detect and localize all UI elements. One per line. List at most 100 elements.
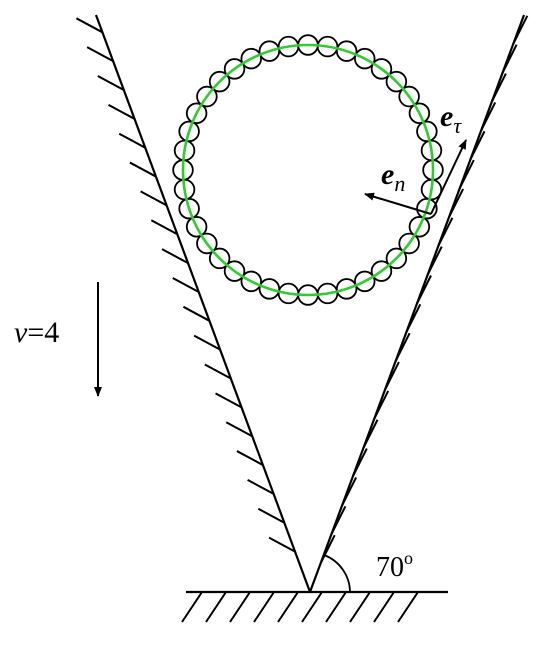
tangent-vector-subscript: τ <box>453 113 462 138</box>
tangent-vector-arrow <box>430 139 467 215</box>
normal-vector-arrow <box>364 192 432 215</box>
right-hatch-stroke <box>341 477 357 506</box>
right-wall <box>308 14 529 593</box>
right-hatch-stroke <box>480 101 497 131</box>
bead <box>223 260 246 282</box>
bead <box>223 58 246 80</box>
left-hatch-stroke <box>268 536 296 553</box>
tangent-vector-label: eτ <box>440 100 462 138</box>
right-hatch-stroke <box>512 15 529 45</box>
velocity-symbol: v <box>14 316 28 349</box>
left-hatch-stroke <box>140 190 168 207</box>
right-hatch-stroke <box>501 44 518 74</box>
bead <box>258 278 281 300</box>
ground-hatch-stroke <box>349 591 371 623</box>
right-wall-hatching <box>319 15 529 564</box>
right-hatch-stroke <box>437 217 454 247</box>
velocity-indicator: v=4 <box>14 282 102 397</box>
left-hatch-stroke <box>118 132 146 149</box>
left-hatch-stroke <box>129 161 157 178</box>
velocity-value: 4 <box>44 316 59 349</box>
ring-guide-circle <box>181 43 435 297</box>
angle-value: 70 <box>376 552 404 583</box>
tangent-vector: eτ <box>430 100 467 215</box>
bead-ring <box>172 34 444 306</box>
beads <box>172 34 444 306</box>
right-hatch-stroke <box>491 73 507 102</box>
right-hatch-stroke <box>351 448 368 478</box>
bead <box>408 102 431 124</box>
left-hatch-stroke <box>247 479 275 495</box>
ground-hatch-stroke <box>373 591 395 623</box>
ground-hatch-stroke <box>325 591 347 623</box>
left-hatch-stroke <box>161 248 189 264</box>
bead <box>370 260 393 282</box>
left-hatch-stroke <box>150 219 178 236</box>
normal-vector-base: e <box>381 158 394 191</box>
bead <box>385 247 408 270</box>
bead <box>240 270 262 293</box>
left-hatch-stroke <box>75 17 103 34</box>
right-hatch-stroke <box>330 505 347 535</box>
left-hatch-stroke <box>97 75 125 91</box>
bead <box>208 247 231 270</box>
ground-hatch-stroke <box>253 591 275 623</box>
ground-hatch-stroke <box>181 591 203 623</box>
left-hatch-stroke <box>236 450 264 466</box>
bead <box>178 120 200 143</box>
ground-hatch-stroke <box>229 591 251 623</box>
left-hatch-stroke <box>204 363 232 380</box>
bead <box>208 70 231 93</box>
right-hatch-stroke <box>458 159 475 189</box>
left-hatch-stroke <box>193 334 221 351</box>
right-hatch-stroke <box>426 246 443 276</box>
right-hatch-stroke <box>362 419 379 449</box>
bead <box>240 47 262 70</box>
angle-unit: o <box>404 548 413 568</box>
bead <box>196 85 218 108</box>
ground-hatch-stroke <box>301 591 323 623</box>
right-hatch-stroke <box>319 534 336 564</box>
ground-hatch-stroke <box>205 591 227 623</box>
left-hatch-stroke <box>257 507 285 524</box>
right-hatch-stroke <box>405 303 422 333</box>
velocity-equals: = <box>27 316 44 349</box>
bead <box>416 197 438 220</box>
bead <box>398 85 420 108</box>
right-hatch-stroke <box>373 390 390 420</box>
bead <box>398 232 420 255</box>
right-hatch-stroke <box>469 130 486 160</box>
right-hatch-stroke <box>416 275 432 304</box>
bead <box>354 47 376 70</box>
left-hatch-stroke <box>172 277 200 293</box>
left-hatch-stroke <box>215 392 242 409</box>
bead <box>335 40 358 62</box>
bead <box>385 70 408 93</box>
normal-vector: en <box>364 158 432 215</box>
right-hatch-stroke <box>448 188 464 218</box>
right-hatch-stroke <box>394 332 411 362</box>
bead <box>354 270 376 293</box>
left-hatch-stroke <box>182 305 210 322</box>
bead <box>185 216 208 238</box>
ground <box>181 590 448 623</box>
left-wall-line <box>94 14 312 593</box>
bead <box>370 58 393 80</box>
left-hatch-stroke <box>225 421 253 438</box>
bead <box>196 232 218 255</box>
left-hatch-stroke <box>86 46 114 63</box>
right-hatch-stroke <box>384 361 400 391</box>
angle-arc <box>323 554 351 593</box>
velocity-label: v=4 <box>14 316 59 349</box>
left-wall <box>75 14 312 593</box>
angle-label: 70o <box>376 548 413 583</box>
ground-hatch-stroke <box>277 591 299 623</box>
ground-hatching <box>181 591 419 623</box>
left-hatch-stroke <box>108 103 135 120</box>
normal-vector-subscript: n <box>394 171 405 196</box>
normal-vector-label: en <box>381 158 405 196</box>
ground-hatch-stroke <box>397 591 419 623</box>
bead <box>185 102 208 124</box>
tangent-vector-base: e <box>440 100 453 133</box>
